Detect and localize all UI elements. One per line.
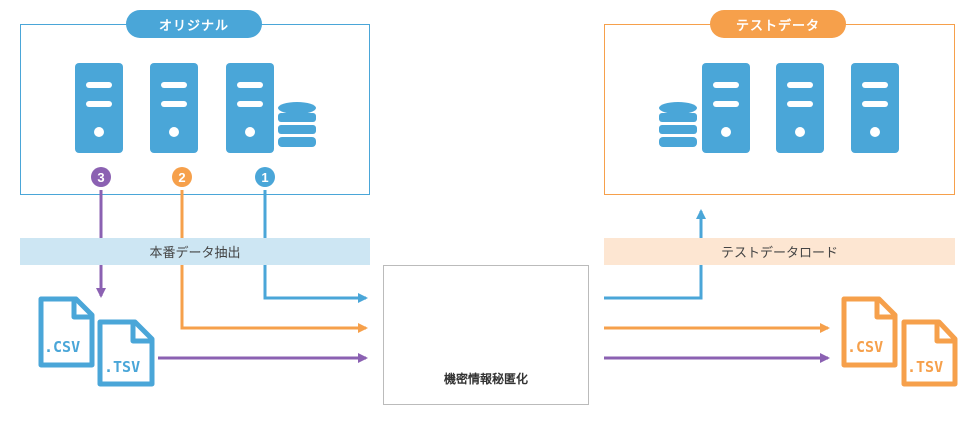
csv-file-icon [38,296,95,368]
server-icon [150,63,198,153]
tsv-file-icon [901,319,958,387]
server-icon [851,63,899,153]
svg-text:3: 3 [97,170,104,185]
svg-text:1: 1 [261,170,268,185]
database-icon [278,102,316,147]
server-icon [776,63,824,153]
file-label-csv-left: .CSV [44,338,81,356]
extract-band-overlay: 本番データ抽出 [20,238,370,265]
masking-label: 機密情報秘匿化 [443,372,528,386]
step-3-badge: 3 [91,167,111,187]
server-icon [702,63,750,153]
masking-box: 機密情報秘匿化 [383,265,589,405]
file-label-tsv-left: .TSV [104,358,141,376]
flow-line-1 [263,190,368,303]
tsv-file-icon [97,319,155,387]
test-title: テストデータ [710,10,846,38]
server-icon [226,63,274,153]
file-label-tsv-right: .TSV [907,358,944,376]
load-band-overlay: テストデータロード [604,238,955,265]
step-2-badge: 2 [172,167,192,187]
csv-file-icon [841,296,898,368]
original-title: オリジナル [126,10,262,38]
flow-line-2 [180,190,368,333]
file-label-csv-right: .CSV [847,338,884,356]
step-1-badge: 1 [255,167,275,187]
database-icon [659,102,697,147]
svg-text:2: 2 [178,170,185,185]
server-icon [75,63,123,153]
